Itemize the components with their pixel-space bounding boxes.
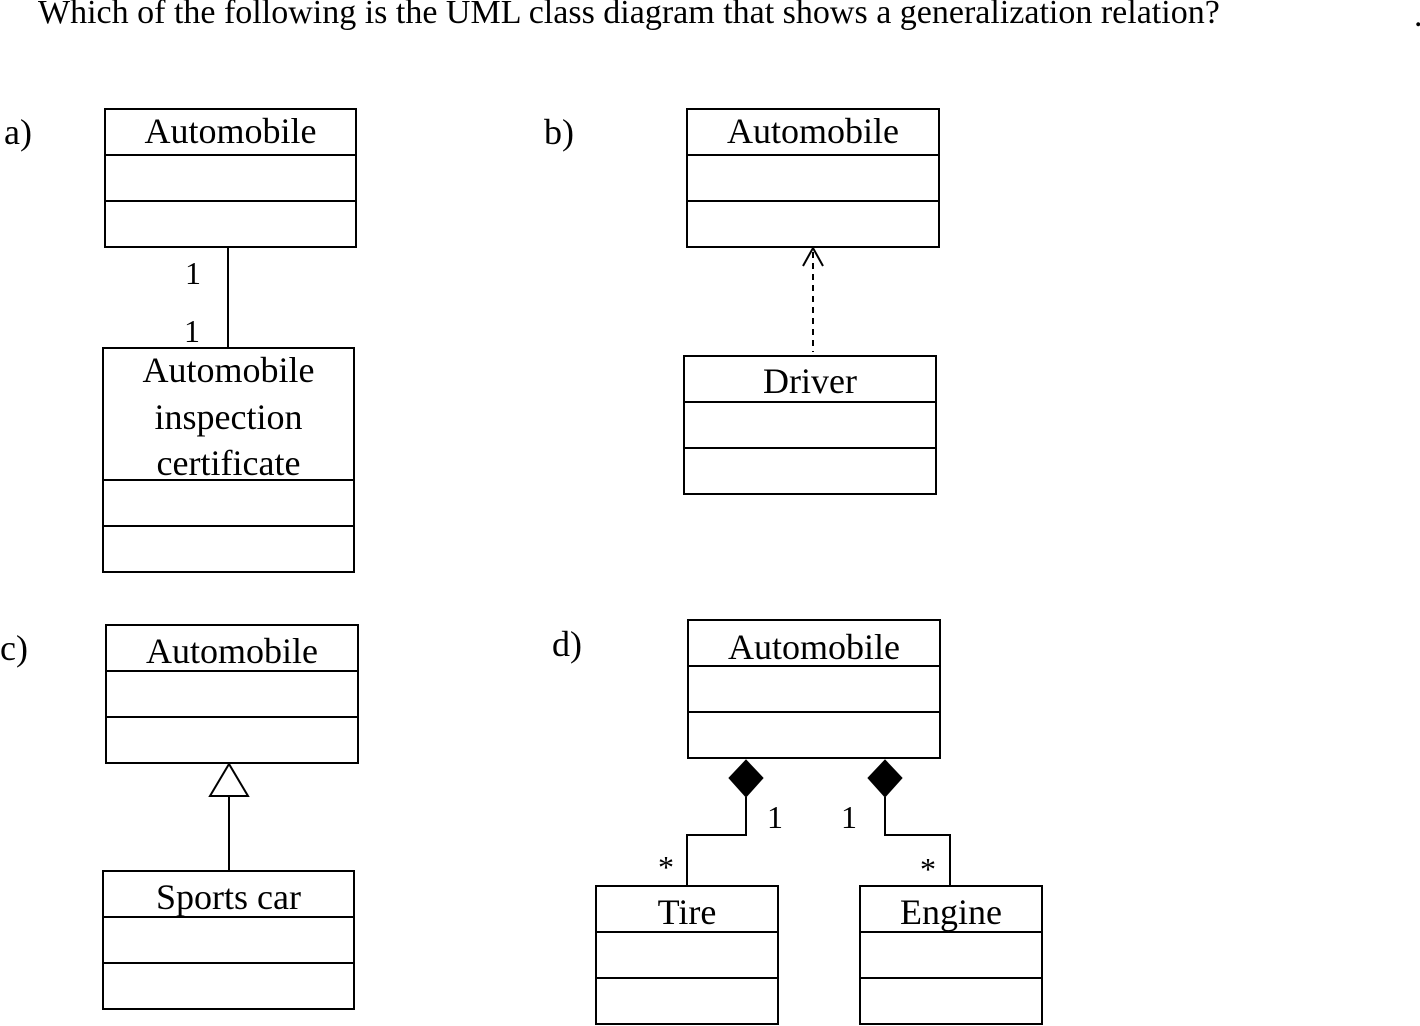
option-a-automobile-class-box [104,108,357,248]
option-label-a: a) [4,112,32,152]
option-d-automobile-class-box [687,619,941,759]
option-a-multiplicity-certificate: 1 [184,313,200,349]
option-label-d: d) [552,624,582,664]
option-d-engine-class-box [859,885,1043,1025]
option-b-driver-class-box [683,355,937,495]
option-c-hollow-triangle [208,762,250,797]
option-b-open-arrowhead [802,245,824,267]
option-c-sports-car-class-name: Sports car [156,877,301,917]
option-d-tire-composition-diamond [728,759,764,798]
option-d-multiplicity-tire-whole: 1 [767,799,783,835]
option-d-tire-class-box [595,885,779,1025]
question-text: Which of the following is the UML class … [38,0,1220,31]
option-b-automobile-class-box [686,108,940,248]
option-d-engine-class-name: Engine [900,892,1002,932]
option-label-b: b) [544,112,574,152]
option-a-automobile-class-name: Automobile [145,111,317,151]
option-d-engine-composition-diamond [867,759,903,798]
option-d-tire-composition-line [686,797,747,886]
option-a-certificate-class-box [102,347,355,573]
option-a-certificate-class-name: certificate [157,443,301,483]
option-b-automobile-class-name: Automobile [727,111,899,151]
option-c-automobile-class-box [105,624,359,764]
option-d-engine-composition-line [884,797,951,886]
option-d-automobile-class-name: Automobile [728,627,900,667]
trailing-mark: . [1414,0,1420,34]
option-c-sports-car-class-box [102,870,355,1010]
option-label-c: c) [0,628,28,668]
option-a-multiplicity-automobile: 1 [185,255,201,291]
option-d-tire-class-name: Tire [658,892,717,932]
option-d-multiplicity-engine-whole: 1 [841,799,857,835]
option-a-certificate-class-name: inspection [155,397,303,437]
option-b-driver-class-name: Driver [763,361,857,401]
option-c-automobile-class-name: Automobile [146,631,318,671]
option-d-multiplicity-tire-part: * [658,849,674,885]
option-d-multiplicity-engine-part: * [920,851,936,887]
option-a-certificate-class-name: Automobile [143,350,315,390]
